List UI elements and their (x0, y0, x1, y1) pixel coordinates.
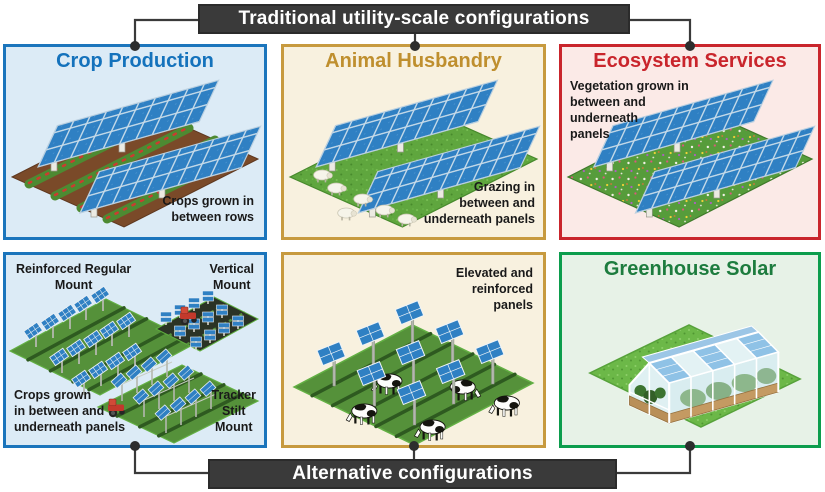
greenhouse-solar-illustration (588, 324, 802, 428)
panel-animal-husbandry: Animal Husbandry Grazing in between and … (281, 44, 546, 240)
tracker-stilt-mount-label: Tracker Stilt Mount (211, 388, 256, 434)
panel-crop-production: Crop Production Crops grown in between r… (3, 44, 267, 240)
connector-top-left (133, 18, 198, 46)
top-banner: Traditional utility-scale configurations (198, 4, 630, 34)
connector-top-right (630, 18, 692, 46)
vertical-mount-label: Vertical Mount (209, 262, 254, 292)
crop-production-caption: Crops grown in between rows (162, 194, 254, 224)
greenhouse-solar-title: Greenhouse Solar (603, 258, 777, 280)
top-banner-label: Traditional utility-scale configurations (238, 8, 590, 29)
ecosystem-services-title: Ecosystem Services (593, 50, 787, 72)
alternative-mounts-caption: Crops grown in between and underneath pa… (14, 388, 126, 434)
panel-elevated-panels: Elevated and reinforced panels (281, 252, 546, 448)
crop-production-illustration (10, 79, 262, 228)
alternative-mounts-illustration (8, 285, 260, 444)
elevated-panels-illustration (292, 300, 535, 445)
connector-bottom-right (617, 446, 692, 475)
ecosystem-services-caption: Vegetation grown in between and undernea… (570, 79, 689, 141)
bottom-banner-label: Alternative configurations (292, 463, 533, 484)
panel-alternative-mounts: Reinforced Regular Mount Vertical Mount … (3, 252, 267, 448)
panel-ecosystem-services: Ecosystem Services Vegetation grown in b… (559, 44, 821, 240)
animal-husbandry-illustration (288, 79, 541, 228)
ecosystem-services-illustration (566, 79, 816, 228)
crop-production-title: Crop Production (56, 50, 214, 72)
reinforced-mount-label: Reinforced Regular Mount (16, 262, 132, 292)
bottom-banner: Alternative configurations (208, 459, 617, 489)
animal-husbandry-caption: Grazing in between and underneath panels (423, 180, 535, 226)
panel-greenhouse-solar: Greenhouse Solar (559, 252, 821, 448)
connector-bottom-left (133, 446, 208, 475)
animal-husbandry-title: Animal Husbandry (325, 50, 502, 72)
elevated-panels-caption: Elevated and reinforced panels (455, 266, 533, 312)
